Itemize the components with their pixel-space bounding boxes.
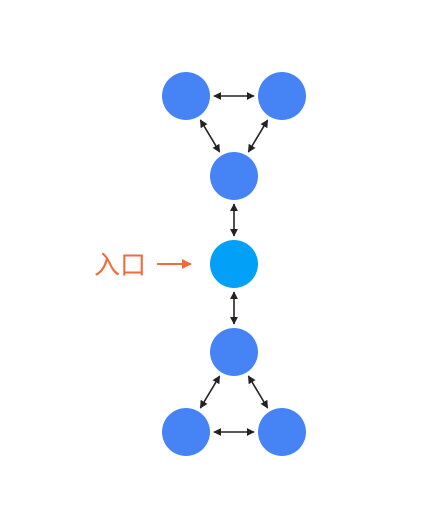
node-bottom-right (258, 408, 306, 456)
node-center (210, 240, 258, 288)
edge-top-right-upper-hub (247, 119, 269, 153)
node-bottom-left (162, 408, 210, 456)
entry-label: 入口 (94, 251, 146, 281)
node-top-right (258, 72, 306, 120)
edges-layer (199, 92, 269, 436)
node-lower-hub (210, 328, 258, 376)
node-upper-hub (210, 152, 258, 200)
edge-lower-hub-bottom-left (199, 375, 221, 409)
edge-top-left-upper-hub (199, 119, 221, 153)
node-top-left (162, 72, 210, 120)
nodes-layer (162, 72, 306, 456)
edge-lower-hub-bottom-right (247, 375, 269, 409)
